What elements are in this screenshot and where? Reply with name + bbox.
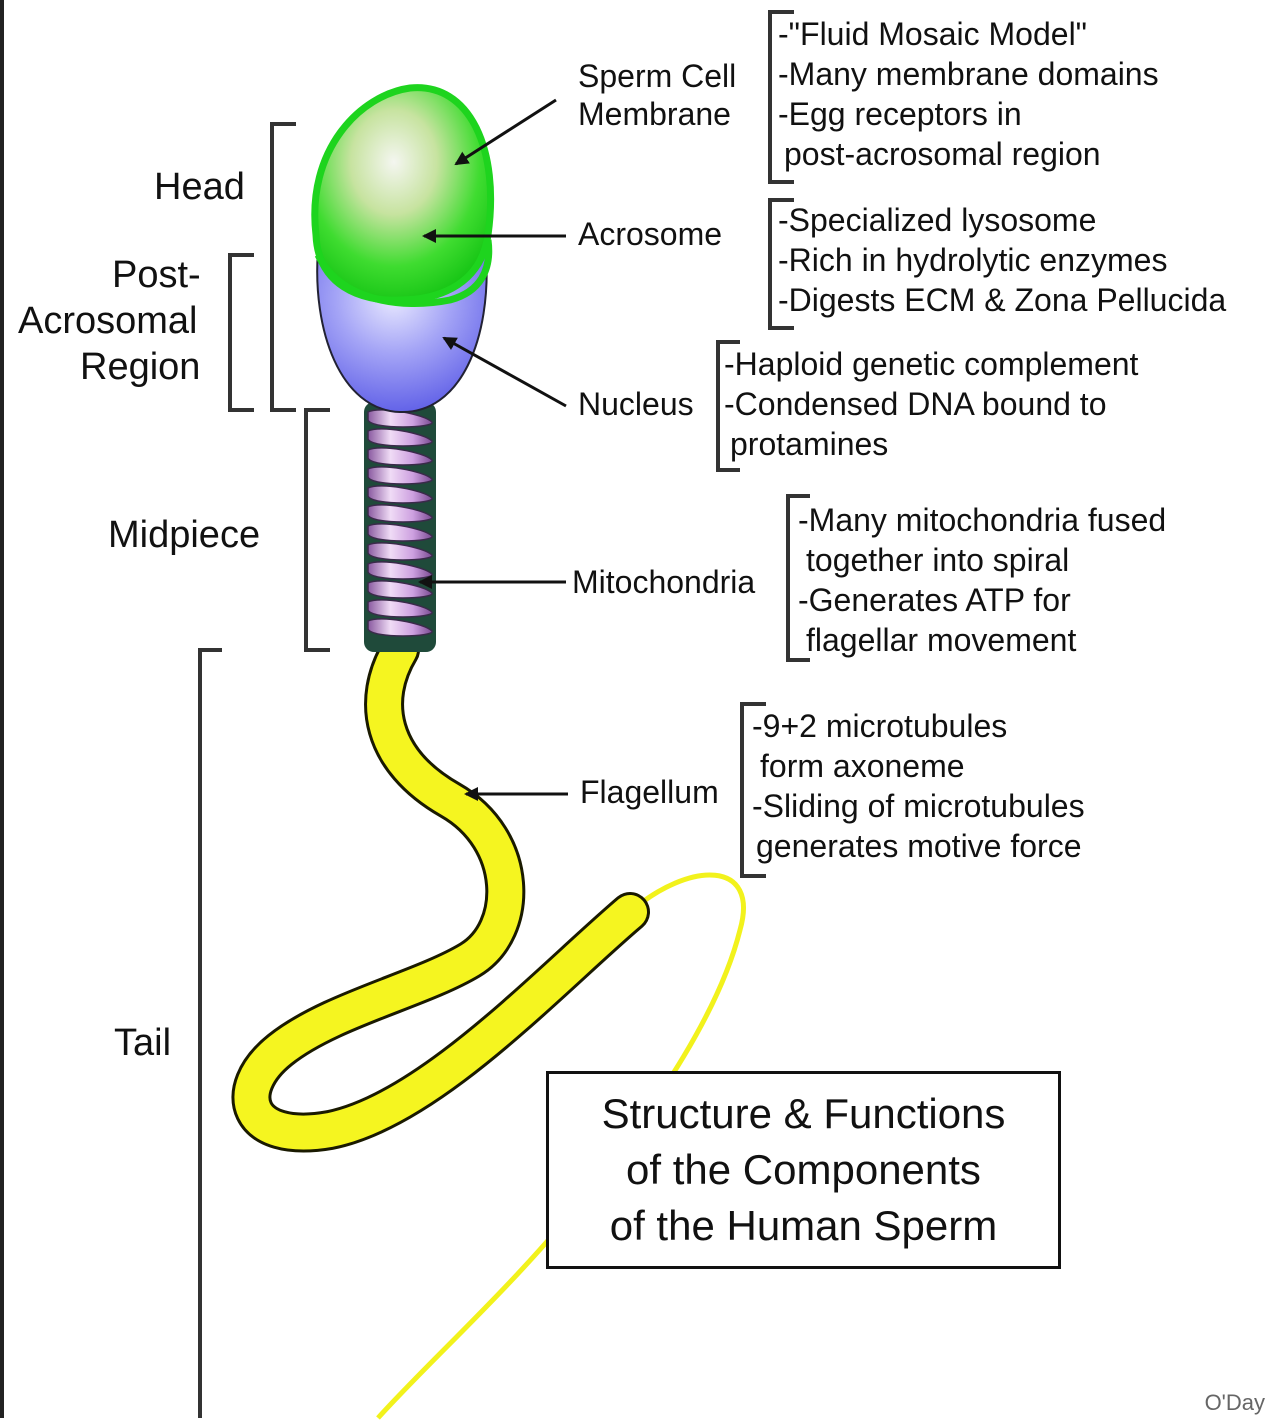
flagellum-description: -9+2 microtubules form axoneme -Sliding … <box>752 706 1085 866</box>
acrosome-desc-line: -Specialized lysosome <box>778 200 1226 240</box>
midpiece-label: Midpiece <box>108 512 260 558</box>
flagellum-desc-line: form axoneme <box>752 746 1085 786</box>
midpiece-bracket <box>306 410 330 650</box>
tail-bracket <box>200 650 222 1418</box>
tail-label: Tail <box>114 1020 171 1066</box>
mitochondria-label: Mitochondria <box>572 562 755 602</box>
title-line: of the Components <box>626 1142 981 1198</box>
post-acrosomal-label-line1: Post- <box>112 252 201 298</box>
flagellum-label: Flagellum <box>580 772 719 812</box>
nucleus-desc-line: -Condensed DNA bound to <box>724 384 1138 424</box>
flagellum-desc-line: generates motive force <box>752 826 1085 866</box>
head-bracket <box>272 124 296 410</box>
nucleus-desc-line: protamines <box>724 424 1138 464</box>
head-label: Head <box>154 164 245 210</box>
flagellum-desc-line: -Sliding of microtubules <box>752 786 1085 826</box>
membrane-desc-line: -"Fluid Mosaic Model" <box>778 14 1159 54</box>
acrosome-description: -Specialized lysosome -Rich in hydrolyti… <box>778 200 1226 320</box>
diagram-title-box: Structure & Functions of the Components … <box>546 1071 1061 1269</box>
membrane-description: -"Fluid Mosaic Model" -Many membrane dom… <box>778 14 1159 174</box>
title-line: Structure & Functions <box>602 1086 1006 1142</box>
post-acrosomal-bracket <box>230 255 254 410</box>
acrosome-label: Acrosome <box>578 214 722 254</box>
mitochondria-desc-line: together into spiral <box>798 540 1166 580</box>
mitochondria-desc-line: flagellar movement <box>798 620 1166 660</box>
post-acrosomal-label-line2: Acrosomal <box>18 298 198 344</box>
flagellum-desc-line: -9+2 microtubules <box>752 706 1085 746</box>
membrane-label-line2: Membrane <box>578 94 731 134</box>
acrosome-desc-line: -Digests ECM & Zona Pellucida <box>778 280 1226 320</box>
nucleus-desc-line: -Haploid genetic complement <box>724 344 1138 384</box>
acrosome-desc-line: -Rich in hydrolytic enzymes <box>778 240 1226 280</box>
membrane-desc-line: post-acrosomal region <box>778 134 1159 174</box>
acrosome-shape <box>315 88 491 301</box>
post-acrosomal-label-line3: Region <box>80 344 200 390</box>
nucleus-label: Nucleus <box>578 384 694 424</box>
membrane-label-line1: Sperm Cell <box>578 56 736 96</box>
mitochondria-description: -Many mitochondria fused together into s… <box>798 500 1166 660</box>
title-line: of the Human Sperm <box>610 1198 998 1254</box>
nucleus-description: -Haploid genetic complement -Condensed D… <box>724 344 1138 464</box>
membrane-desc-line: -Many membrane domains <box>778 54 1159 94</box>
mitochondria-desc-line: -Generates ATP for <box>798 580 1166 620</box>
membrane-desc-line: -Egg receptors in <box>778 94 1159 134</box>
mitochondria-desc-line: -Many mitochondria fused <box>798 500 1166 540</box>
author-credit: O'Day <box>1205 1390 1265 1416</box>
